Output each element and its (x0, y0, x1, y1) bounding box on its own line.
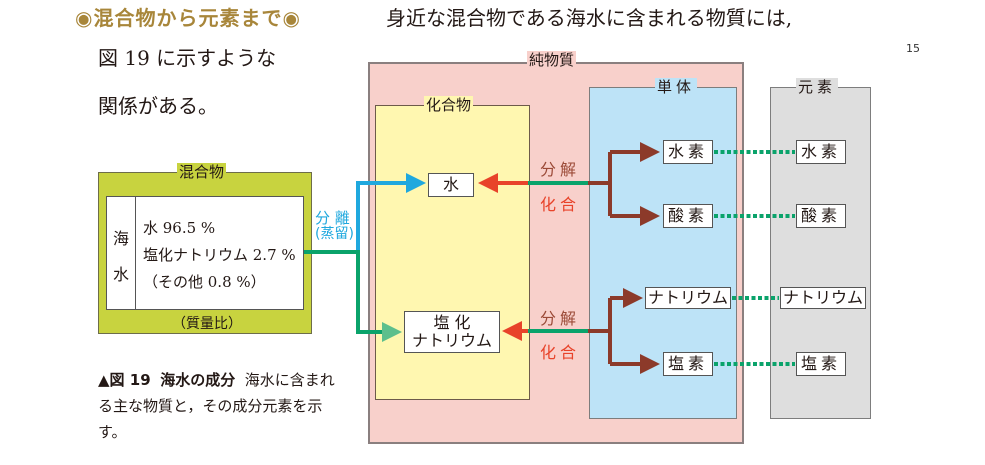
mass-ratio-note: （質量比） (172, 316, 242, 332)
figure-caption: ▲図 19 海水の成分 海水に含まれる主な物質と，その成分元素を示す。 (98, 367, 348, 445)
section-heading: ◉混合物から元素まで◉ (75, 6, 301, 30)
element-oxygen: 酸素 (796, 204, 846, 228)
element-hydrogen: 水素 (796, 140, 846, 164)
seawater-label-cell: 海 水 (107, 197, 136, 309)
seawater-label-2: 水 (113, 265, 130, 284)
element-sodium: ナトリウム (780, 287, 866, 309)
caption-text: 海水に含まれる主な物質と，その成分元素を示す。 (98, 371, 335, 441)
pure-substance-label: 純物質 (527, 51, 577, 69)
composition-other: （その他 0.8 %） (143, 273, 266, 291)
simple-sodium: ナトリウム (645, 287, 731, 309)
seawater-panel: 海 水 水 96.5 % 塩化ナトリウム 2.7 % （その他 0.8 %） (106, 196, 304, 310)
upper-synthesis-label: 化合 (540, 195, 581, 214)
compound-box (375, 105, 530, 400)
simple-chlorine: 塩素 (663, 352, 713, 376)
figure-title: 海水の成分 (160, 371, 236, 389)
separation-text: 分 離 (315, 209, 350, 227)
separation-label: 分 離 (蒸留) (315, 210, 354, 242)
lower-synthesis-label: 化合 (540, 343, 581, 362)
seawater-label-1: 海 (113, 229, 130, 248)
nacl-line-2: ナトリウム (411, 331, 492, 350)
body-text-line-1: 身近な混合物である海水に含まれる物質には, (386, 6, 793, 30)
element-label: 元素 (796, 78, 839, 96)
lower-decomposition-label: 分解 (540, 309, 581, 328)
composition-water: 水 96.5 % (143, 219, 216, 237)
compound-sodium-chloride: 塩 化 ナトリウム (404, 311, 500, 353)
nacl-line-1: 塩 化 (433, 313, 471, 332)
mixture-label: 混合物 (177, 163, 227, 181)
simple-oxygen: 酸素 (663, 204, 713, 228)
distillation-text: (蒸留) (315, 226, 354, 242)
body-text-line-3: 関係がある。 (98, 94, 218, 118)
simple-hydrogen: 水素 (663, 140, 713, 164)
page-number: 15 (906, 42, 920, 55)
figure-label: ▲図 19 (98, 371, 151, 389)
body-text-line-2: 図 19 に示すような (98, 46, 277, 70)
composition-nacl: 塩化ナトリウム 2.7 % (143, 246, 296, 264)
upper-decomposition-label: 分解 (540, 160, 581, 179)
compound-label: 化合物 (424, 96, 474, 114)
simple-substance-label: 単体 (655, 78, 698, 96)
compound-water: 水 (428, 173, 474, 197)
element-chlorine: 塩素 (796, 352, 846, 376)
